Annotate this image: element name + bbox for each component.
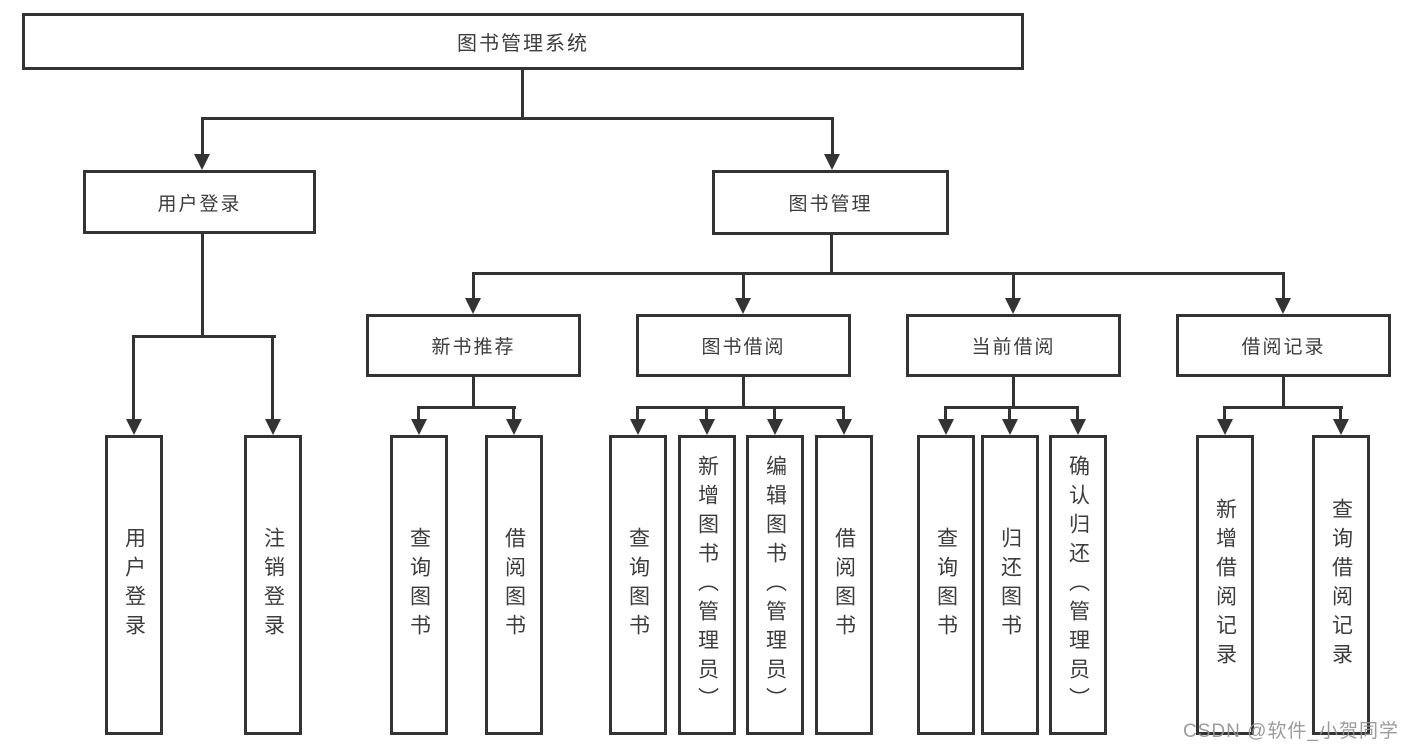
arrow-down-icon	[411, 419, 427, 435]
leaf-user-login: 用户登录	[105, 435, 163, 735]
node-label: 新书推荐	[431, 337, 516, 358]
connector-stem	[742, 377, 745, 407]
leaf-borrow-books-2: 借阅图书	[815, 435, 873, 735]
leaf-logout: 注销登录	[244, 435, 302, 735]
node-label: 查询图书	[626, 527, 650, 643]
connector-bus	[1223, 406, 1343, 409]
node-label: 借阅图书	[502, 527, 526, 643]
node-borrowing-records: 借阅记录	[1176, 314, 1391, 377]
arrow-down-icon	[767, 419, 783, 435]
node-library-management-system: 图书管理系统	[22, 13, 1024, 70]
arrow-down-icon	[506, 419, 522, 435]
connector-shaft	[201, 117, 204, 155]
leaf-add-books-admin: 新增图书（管理员）	[678, 435, 736, 735]
connector-shaft	[417, 406, 420, 419]
connector-shaft	[842, 406, 845, 419]
leaf-edit-books-admin: 编辑图书（管理员）	[746, 435, 804, 735]
arrow-down-icon	[265, 419, 281, 435]
node-label: 用户登录	[157, 193, 242, 215]
arrow-down-icon	[824, 154, 840, 170]
connector-shaft	[944, 406, 947, 419]
node-label: 查询图书	[407, 527, 431, 643]
connector-shaft	[271, 335, 274, 419]
connector-shaft	[636, 406, 639, 419]
leaf-query-books-1: 查询图书	[390, 435, 448, 735]
arrow-down-icon	[194, 154, 210, 170]
node-label: 用户登录	[122, 527, 146, 643]
connector-stem	[1012, 377, 1015, 407]
node-label: 归还图书	[998, 527, 1022, 643]
arrow-down-icon	[836, 419, 852, 435]
connector-shaft	[1076, 406, 1079, 419]
node-new-book-recommend: 新书推荐	[366, 314, 581, 377]
arrow-down-icon	[699, 419, 715, 435]
connector-shaft	[472, 272, 475, 298]
node-book-borrowing: 图书借阅	[636, 314, 851, 377]
connector-shaft	[831, 117, 834, 155]
arrow-down-icon	[938, 419, 954, 435]
connector-bus	[472, 272, 1285, 275]
arrow-down-icon	[630, 419, 646, 435]
node-current-borrowing: 当前借阅	[906, 314, 1121, 377]
connector-shaft	[773, 406, 776, 419]
leaf-confirm-return-admin: 确认归还（管理员）	[1049, 435, 1107, 735]
node-label: 查询借阅记录	[1329, 498, 1353, 672]
connector-shaft	[742, 272, 745, 298]
node-label: 查询图书	[934, 527, 958, 643]
connector-shaft	[1282, 272, 1285, 298]
connector-stem	[201, 234, 204, 337]
arrow-down-icon	[1002, 419, 1018, 435]
connector-stem	[1282, 377, 1285, 407]
node-label: 编辑图书（管理员）	[763, 454, 787, 716]
connector-bus	[636, 406, 845, 409]
arrow-down-icon	[126, 419, 142, 435]
csdn-watermark: CSDN @软件_小贺同学	[1183, 721, 1399, 742]
node-label: 当前借阅	[971, 337, 1056, 358]
connector-shaft	[132, 335, 135, 419]
arrow-down-icon	[1005, 298, 1021, 314]
node-label: 借阅记录	[1241, 337, 1326, 358]
node-label: 新增借阅记录	[1213, 498, 1237, 672]
connector-bus	[132, 335, 276, 338]
node-label: 确认归还（管理员）	[1066, 454, 1090, 716]
connector-shaft	[512, 406, 515, 419]
node-label: 注销登录	[261, 527, 285, 643]
connector-stem	[472, 377, 475, 407]
arrow-down-icon	[465, 298, 481, 314]
connector-shaft	[1223, 406, 1226, 419]
node-label: 新增图书（管理员）	[695, 454, 719, 716]
connector-bus	[417, 406, 516, 409]
node-label: 借阅图书	[832, 527, 856, 643]
connector-shaft	[1008, 406, 1011, 419]
connector-shaft	[705, 406, 708, 419]
arrow-down-icon	[1275, 298, 1291, 314]
connector-shaft	[1012, 272, 1015, 298]
node-label: 图书管理系统	[457, 33, 589, 55]
connector-stem	[830, 235, 833, 274]
connector-root-stem	[521, 69, 524, 119]
leaf-query-borrow-record: 查询借阅记录	[1312, 435, 1370, 735]
leaf-add-borrow-record: 新增借阅记录	[1196, 435, 1254, 735]
connector-root-bus	[201, 117, 834, 120]
leaf-borrow-books-1: 借阅图书	[485, 435, 543, 735]
node-label: 图书借阅	[701, 337, 786, 358]
node-user-login: 用户登录	[83, 170, 316, 234]
leaf-query-books-2: 查询图书	[609, 435, 667, 735]
leaf-return-books: 归还图书	[981, 435, 1039, 735]
node-label: 图书管理	[788, 194, 873, 215]
arrow-down-icon	[1217, 419, 1233, 435]
arrow-down-icon	[1070, 419, 1086, 435]
arrow-down-icon	[1333, 419, 1349, 435]
leaf-query-books-3: 查询图书	[917, 435, 975, 735]
connector-shaft	[1339, 406, 1342, 419]
connector-bus	[944, 406, 1079, 409]
arrow-down-icon	[735, 298, 751, 314]
node-book-management: 图书管理	[712, 170, 949, 235]
